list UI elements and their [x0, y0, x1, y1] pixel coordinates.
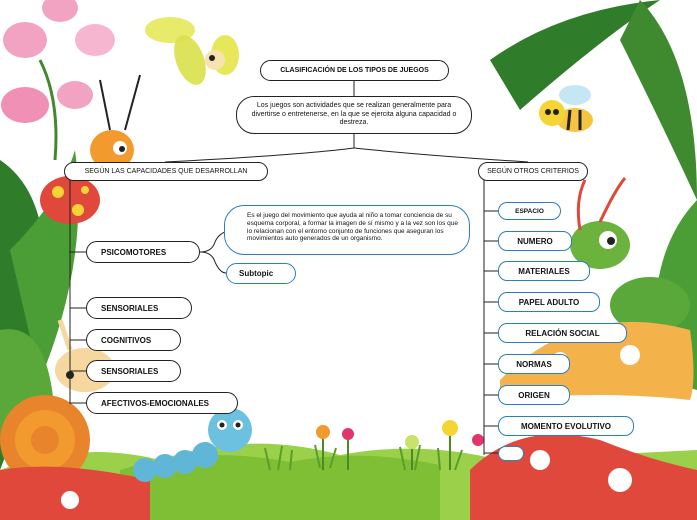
map-title[interactable]: CLASIFICACIÓN DE LOS TIPOS DE JUEGOS	[260, 60, 449, 81]
node-afectivos-emocionales[interactable]: AFECTIVOS-EMOCIONALES	[86, 392, 238, 414]
grass-blades	[264, 444, 463, 471]
node-sensoriales-1[interactable]: SENSORIALES	[86, 297, 192, 319]
dragonfly-icon	[145, 17, 239, 85]
node-psicomotores[interactable]: PSICOMOTORES	[86, 241, 200, 263]
node-momento-evolutivo[interactable]: MOMENTO EVOLUTIVO	[498, 416, 634, 436]
node-relacion-social[interactable]: RELACIÓN SOCIAL	[498, 323, 627, 343]
node-origen[interactable]: ORIGEN	[498, 385, 570, 405]
node-sensoriales-2[interactable]: SENSORIALES	[86, 360, 181, 382]
node-subtopic[interactable]: Subtopic	[226, 263, 296, 284]
connector-lines	[69, 81, 529, 455]
node-numero[interactable]: NUMERO	[498, 231, 572, 251]
node-espacio[interactable]: ESPACIO	[498, 202, 561, 220]
node-cognitivos[interactable]: COGNITIVOS	[86, 329, 181, 351]
mushroom-icon	[470, 321, 697, 520]
definition-node[interactable]: Los juegos son actividades que se realiz…	[236, 96, 472, 134]
caterpillar-icon	[133, 408, 252, 482]
branch-capacidades[interactable]: SEGÚN LAS CAPACIDADES QUE DESARROLLAN	[64, 162, 268, 181]
node-papel-adulto[interactable]: PAPEL ADULTO	[498, 292, 600, 312]
node-empty[interactable]	[498, 446, 524, 461]
node-normas[interactable]: NORMAS	[498, 354, 570, 374]
grass-patch	[120, 455, 440, 520]
pink-flowers	[1, 0, 115, 161]
bee-icon	[539, 85, 593, 132]
flowers	[316, 420, 484, 470]
node-materiales[interactable]: MATERIALES	[498, 261, 590, 281]
branch-otros-criterios[interactable]: SEGÚN OTROS CRITERIOS	[478, 162, 588, 181]
grasshopper-icon	[570, 177, 690, 333]
psicomotores-info[interactable]: Es el juego del movimiento que ayuda al …	[224, 205, 470, 255]
